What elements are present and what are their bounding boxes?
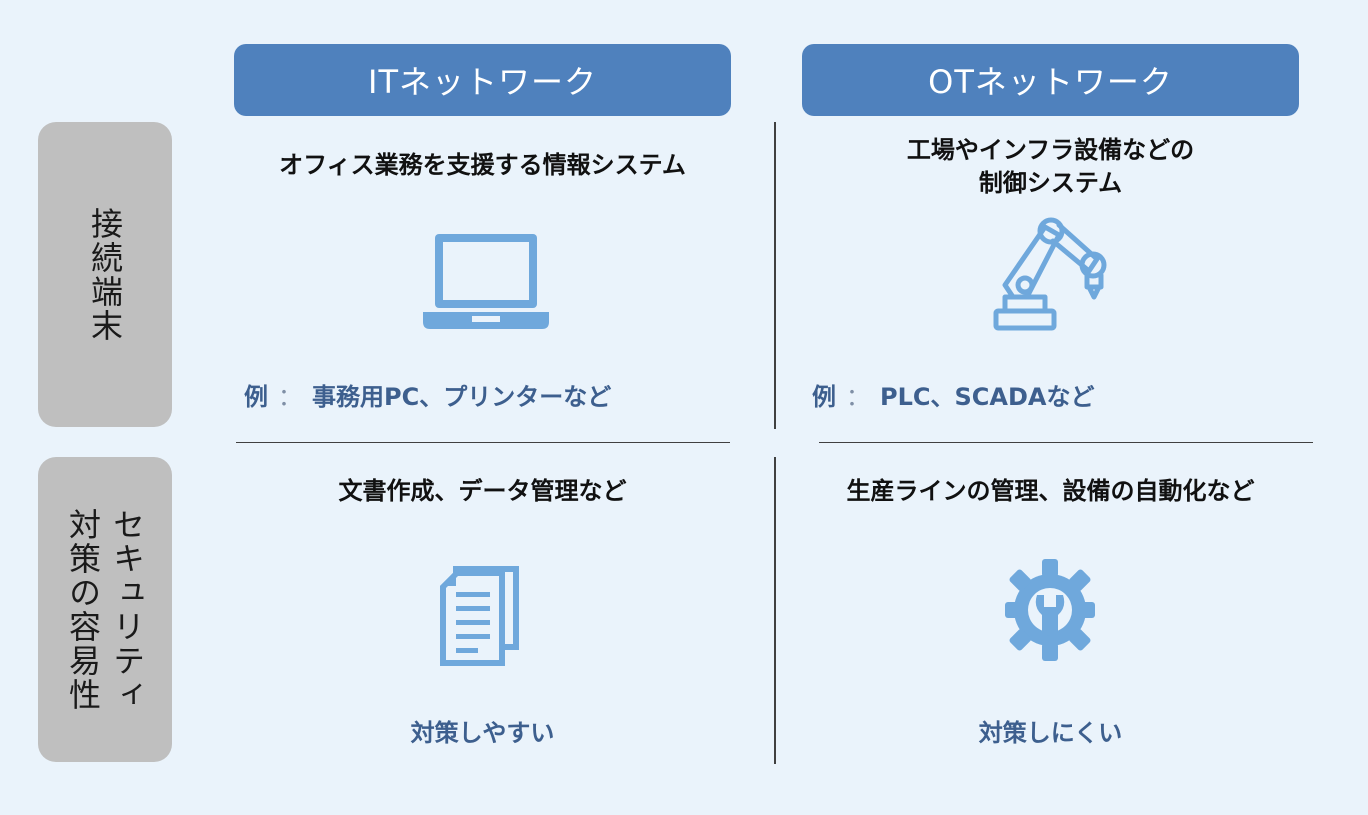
devices-row-label-text: 接続端末 bbox=[86, 206, 124, 343]
security-row-label-text: セキュリティ 対策の容易性 bbox=[64, 507, 146, 712]
ot-example-text: PLC、SCADAなど bbox=[880, 383, 1095, 411]
it-security-result: 対策しやすい bbox=[410, 719, 555, 747]
it-example-separator: ： bbox=[278, 383, 302, 411]
gear-wrench-icon bbox=[1003, 557, 1097, 663]
ot-network-header-label: OTネットワーク bbox=[928, 63, 1173, 101]
ot-security-heading: 生産ラインの管理、設備の自動化など bbox=[846, 477, 1255, 505]
it-security-heading: 文書作成、データ管理など bbox=[338, 477, 627, 505]
column-divider-top bbox=[774, 122, 776, 429]
column-divider-bottom bbox=[774, 457, 776, 764]
ot-network-header: OTネットワーク bbox=[802, 44, 1299, 116]
robot-arm-icon bbox=[993, 213, 1123, 331]
devices-row-label: 接続端末 bbox=[38, 122, 172, 427]
security-row-label: セキュリティ 対策の容易性 bbox=[38, 457, 172, 762]
it-example-text: 事務用PC、プリンターなど bbox=[312, 383, 612, 411]
laptop-icon bbox=[421, 232, 551, 330]
it-devices-example: 例 ： 事務用PC、プリンターなど bbox=[244, 377, 611, 412]
ot-devices-heading: 工場やインフラ設備などの 制御システム bbox=[906, 136, 1195, 197]
row-divider-ot bbox=[819, 442, 1313, 443]
ot-devices-example: 例 ： PLC、SCADAなど bbox=[812, 377, 1094, 412]
ot-security-result: 対策しにくい bbox=[978, 719, 1123, 747]
it-network-header: ITネットワーク bbox=[234, 44, 731, 116]
row-divider-it bbox=[236, 442, 730, 443]
it-example-prefix: 例 bbox=[244, 383, 268, 411]
ot-example-prefix: 例 bbox=[812, 383, 836, 411]
ot-example-separator: ： bbox=[846, 383, 870, 411]
document-icon bbox=[437, 562, 525, 668]
it-devices-heading: オフィス業務を支援する情報システム bbox=[279, 151, 686, 179]
it-network-header-label: ITネットワーク bbox=[368, 63, 597, 101]
